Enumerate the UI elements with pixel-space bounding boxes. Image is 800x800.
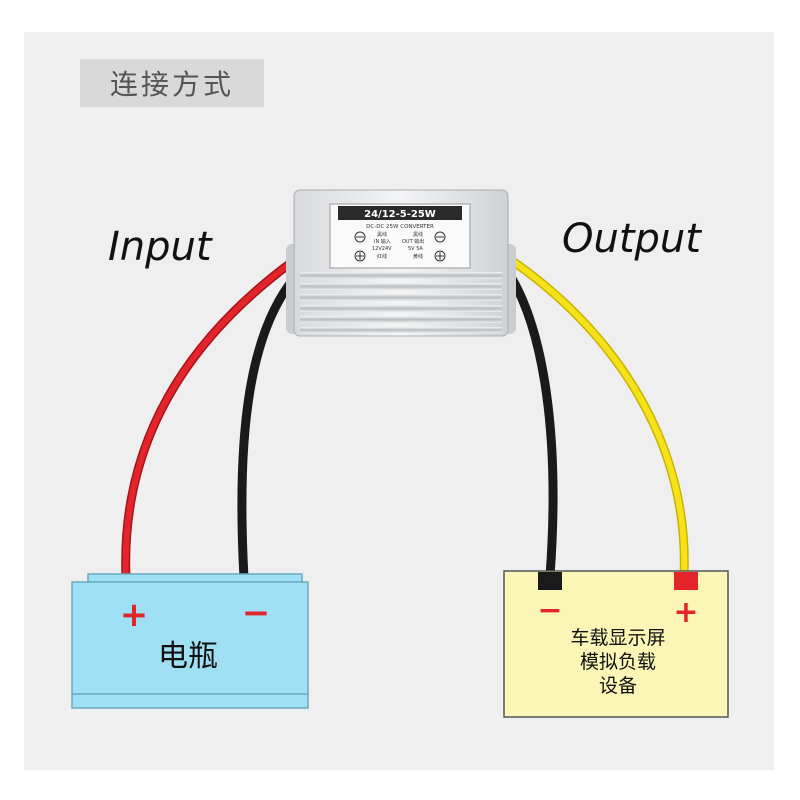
converter-right-bottom: 黄线: [413, 253, 423, 260]
load-positive-terminal: [674, 572, 698, 590]
battery-plus-sign: +: [120, 595, 149, 635]
converter-right-mid-2: 5V 5A: [408, 246, 423, 252]
load-label-line-3: 设备: [599, 675, 637, 697]
heat-sink-fins: [300, 272, 502, 333]
input-label: Input: [108, 224, 212, 270]
battery: + − 电瓶: [71, 573, 309, 709]
load-label-line-2: 模拟负载: [580, 651, 656, 673]
load-plus-sign: +: [673, 595, 698, 630]
yellow-output-wire: [503, 253, 689, 581]
dc-converter: 24/12-5-25W DC-DC 25W CONVERTER 黑线 IN 输入…: [286, 189, 516, 337]
converter-subtitle: DC-DC 25W CONVERTER: [366, 224, 434, 230]
load-label-line-1: 车载显示屏: [570, 627, 665, 649]
battery-minus-sign: −: [242, 593, 271, 633]
load-negative-terminal: [538, 572, 562, 590]
red-input-wire: [121, 257, 297, 583]
output-label: Output: [562, 216, 701, 262]
converter-model: 24/12-5-25W: [364, 209, 436, 220]
black-input-wire: [237, 271, 301, 583]
plus-icon: [354, 250, 366, 262]
converter-right-mid-1: OUT 输出: [402, 238, 424, 245]
converter-left-mid-1: IN 输入: [374, 238, 391, 245]
converter-right-top: 黑线: [413, 231, 423, 238]
converter-left-top: 黑线: [377, 231, 387, 238]
page-title: 连接方式: [109, 68, 234, 101]
load-minus-sign: −: [537, 593, 562, 628]
battery-label: 电瓶: [158, 639, 218, 674]
converter-left-mid-2: 12V24V: [372, 246, 392, 252]
black-output-wire: [503, 267, 558, 581]
converter-left-bottom: 红线: [377, 253, 387, 260]
minus-icon: [434, 231, 446, 243]
title-box: 连接方式: [80, 59, 264, 107]
plus-icon: [434, 250, 446, 262]
load-device: − + 车载显示屏 模拟负载 设备: [503, 570, 729, 718]
minus-icon: [354, 231, 366, 243]
